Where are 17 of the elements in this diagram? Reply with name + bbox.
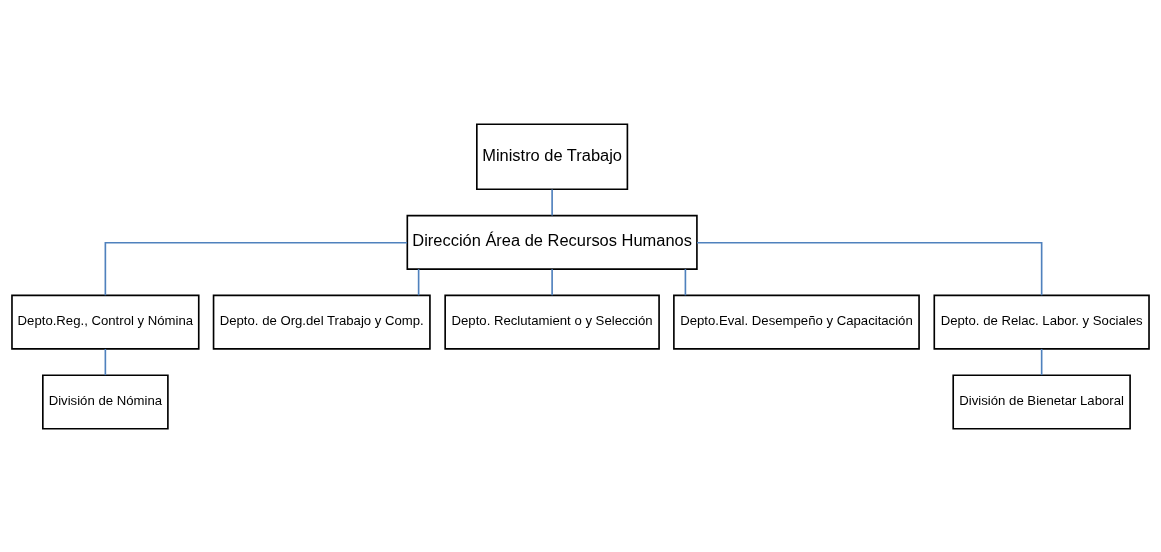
node-box: Dirección Área de Recursos Humanos bbox=[406, 214, 698, 270]
node-box: Depto. Reclutamient o y Selección bbox=[444, 294, 660, 350]
connector bbox=[696, 241, 1043, 296]
connector bbox=[417, 267, 420, 296]
node-box: Depto.Eval. Desempeño y Capacitación bbox=[673, 294, 920, 350]
node-box: Depto. de Relac. Labor. y Sociales bbox=[933, 294, 1150, 350]
connector bbox=[1040, 347, 1043, 376]
node-box: División de Bienetar Laboral bbox=[952, 373, 1131, 430]
connector bbox=[684, 267, 687, 296]
connector bbox=[104, 241, 408, 296]
connector bbox=[551, 267, 553, 296]
node-box: División de Nómina bbox=[42, 373, 169, 430]
node-box: Depto. de Org.del Trabajo y Comp. bbox=[212, 294, 431, 350]
connector bbox=[551, 188, 553, 216]
node-box: Ministro de Trabajo bbox=[476, 122, 629, 190]
node-box: Depto.Reg., Control y Nómina bbox=[11, 294, 200, 350]
connector bbox=[104, 347, 107, 376]
